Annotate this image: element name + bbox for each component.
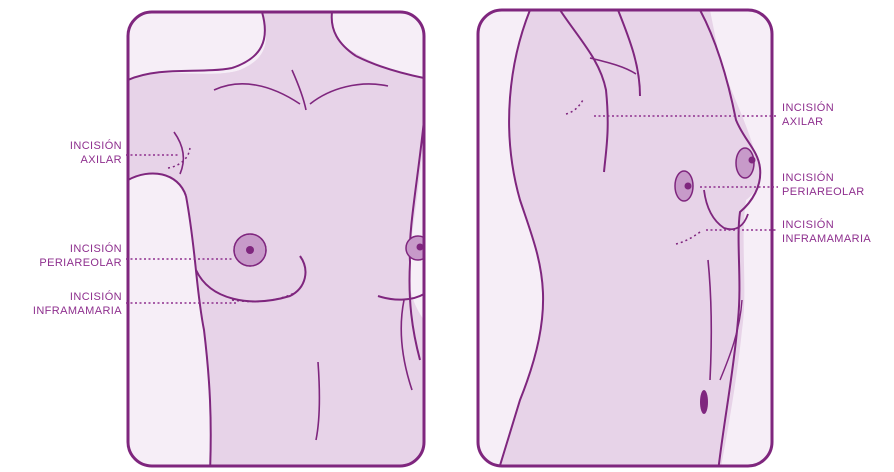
front-periareolar-label: INCISIÓN PERIAREOLAR bbox=[39, 242, 122, 270]
front-periareolar-label-line1: INCISIÓN bbox=[39, 242, 122, 256]
side-inframamaria-label-line2: INFRAMAMARIA bbox=[782, 232, 871, 246]
front-view-panel bbox=[128, 12, 430, 472]
side-view-panel bbox=[478, 10, 772, 472]
side-inframamaria-label: INCISIÓN INFRAMAMARIA bbox=[782, 218, 871, 246]
side-navel bbox=[700, 390, 708, 414]
front-axilar-label-line2: AXILAR bbox=[70, 153, 122, 167]
front-axilar-label: INCISIÓN AXILAR bbox=[70, 139, 122, 167]
side-periareolar-label-line1: INCISIÓN bbox=[782, 171, 865, 185]
side-near-nipple bbox=[685, 183, 692, 190]
front-left-nipple bbox=[246, 246, 254, 254]
front-periareolar-label-line2: PERIAREOLAR bbox=[39, 256, 122, 270]
front-inframamaria-label-line1: INCISIÓN bbox=[33, 290, 122, 304]
side-periareolar-label-line2: PERIAREOLAR bbox=[782, 185, 865, 199]
front-right-nipple bbox=[417, 244, 424, 251]
side-torso bbox=[498, 10, 760, 472]
side-axilar-label-line2: AXILAR bbox=[782, 115, 834, 129]
side-periareolar-label: INCISIÓN PERIAREOLAR bbox=[782, 171, 865, 199]
side-inframamaria-label-line1: INCISIÓN bbox=[782, 218, 871, 232]
side-axilar-label-line1: INCISIÓN bbox=[782, 101, 834, 115]
front-axilar-label-line1: INCISIÓN bbox=[70, 139, 122, 153]
front-inframamaria-label-line2: INFRAMAMARIA bbox=[33, 304, 122, 318]
front-inframamaria-label: INCISIÓN INFRAMAMARIA bbox=[33, 290, 122, 318]
side-axilar-label: INCISIÓN AXILAR bbox=[782, 101, 834, 129]
side-far-nipple bbox=[749, 157, 756, 164]
